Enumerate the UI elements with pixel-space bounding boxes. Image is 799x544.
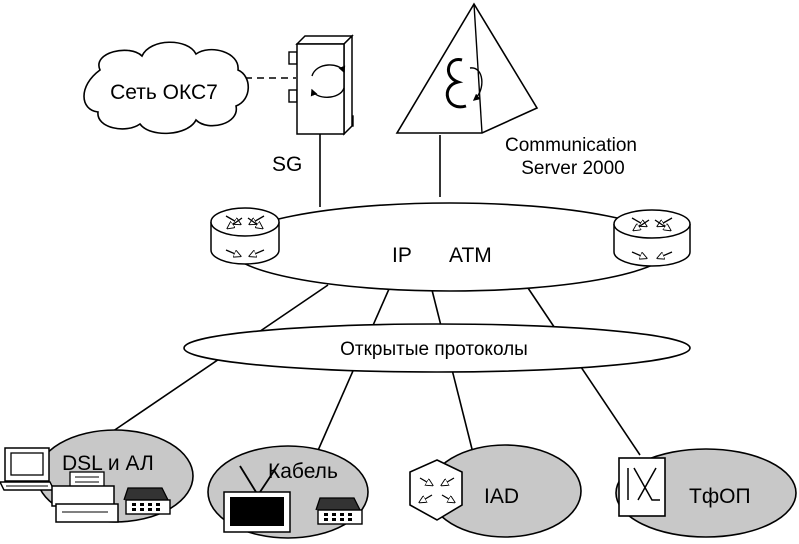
fax-icon <box>51 471 119 523</box>
ss7-network-label: Сеть ОКС7 <box>110 81 218 104</box>
dsl-access-label: DSL и АЛ <box>62 452 154 475</box>
pstn-access: ТфОП <box>615 448 797 538</box>
open-protocols: Открытые протоколы <box>183 323 691 373</box>
cable-access: Кабель <box>207 445 369 539</box>
sg-label: SG <box>272 153 302 176</box>
pstn-switch-icon <box>618 457 666 517</box>
phone-icon <box>123 487 171 515</box>
iad-access-label: IAD <box>484 485 519 508</box>
phone-icon <box>315 497 363 525</box>
pstn-access-label: ТфОП <box>689 485 751 508</box>
iad-device-icon <box>409 459 463 521</box>
computer-icon <box>0 447 56 491</box>
ss7-network-cloud: Сеть ОКС7 <box>83 41 250 135</box>
signaling-gateway: SG <box>272 34 354 176</box>
router-icon-left <box>210 207 280 265</box>
core-atm-label: ATM <box>449 244 492 267</box>
core-network: IP ATM <box>227 202 673 292</box>
server-logo-icon <box>445 58 467 109</box>
server-label-line1: Communication <box>505 135 637 156</box>
iad-access: IAD <box>409 444 582 538</box>
dsl-access: DSL и АЛ <box>0 429 194 523</box>
core-to-dsl-link <box>99 284 329 441</box>
cable-access-label: Кабель <box>268 460 338 483</box>
communication-server: Communication Server 2000 <box>395 2 637 179</box>
core-ip-label: IP <box>392 244 412 267</box>
connection-lines <box>99 77 641 458</box>
router-icon-right <box>613 209 691 267</box>
server-label-line2: Server 2000 <box>521 158 625 179</box>
open-protocols-label: Открытые протоколы <box>340 339 528 360</box>
core-to-cable-link <box>315 288 390 456</box>
core-to-iad-link <box>431 289 475 458</box>
core-to-pstn-link <box>527 287 641 456</box>
tv-icon <box>223 465 291 533</box>
